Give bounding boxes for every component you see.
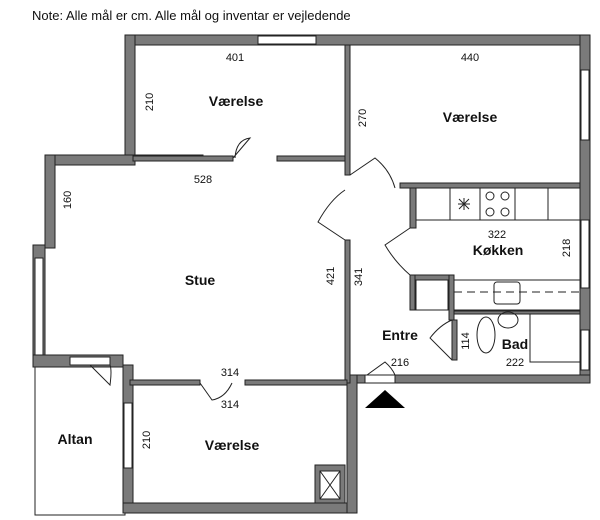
plan-note: Note: Alle mål er cm. Alle mål og invent… [32,8,351,23]
window [257,35,317,45]
entrance-arrow-icon [365,390,405,408]
door-swings [89,137,453,401]
dimension: 421 [325,267,337,285]
walls [32,34,591,514]
room-label: Køkken [473,242,524,258]
dimension: 440 [461,52,479,64]
window [580,219,590,289]
window [123,402,133,469]
dimension: 218 [561,239,573,257]
balcony-door [69,356,111,366]
dimension: 270 [357,109,369,127]
window [580,69,590,141]
dimension: 528 [194,174,212,186]
window [580,329,590,371]
dimension: 216 [391,357,409,369]
dimension: 222 [506,357,524,369]
room-label: Altan [58,431,93,447]
window [34,257,44,356]
dimension: 210 [141,431,153,449]
dimension: 210 [144,93,156,111]
dimension: 322 [488,229,506,241]
room-label: Værelse [443,109,498,125]
dimension: 314 [221,399,239,411]
dimension: 114 [460,332,472,350]
room-label: Bad [502,336,528,352]
kitchen-counter [415,187,581,311]
dimension: 160 [62,191,74,209]
room-label: Entre [382,327,418,343]
room-label: Stue [185,272,216,288]
front-door-opening [364,374,396,384]
bath-fixtures [476,311,581,363]
dimension: 401 [226,52,244,64]
shaft [314,464,346,504]
room-label: Værelse [209,93,264,109]
dimension: 314 [221,367,239,379]
dimension: 341 [353,268,365,286]
room-label: Værelse [205,437,260,453]
